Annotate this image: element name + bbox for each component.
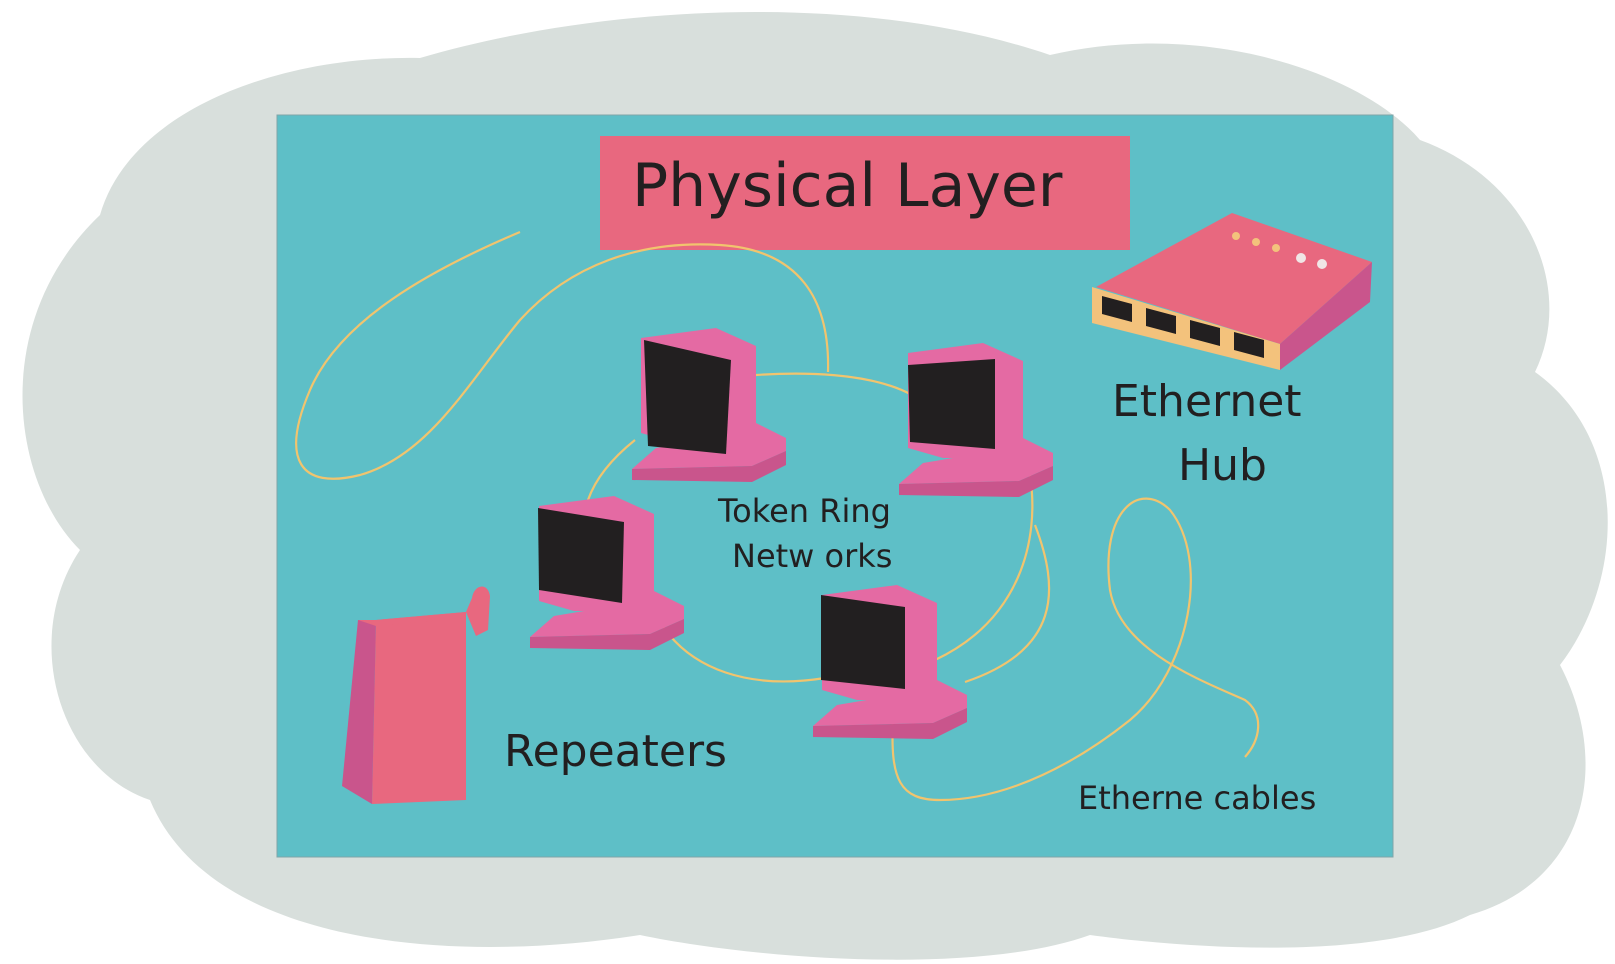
title-box: [600, 136, 1130, 250]
token-ring-label-line2: Netw orks: [732, 537, 892, 575]
ethernet-hub-label-line2: Hub: [1178, 440, 1267, 491]
desktop-computer-icon: [899, 343, 1053, 497]
hub-status-lights: [1232, 232, 1327, 269]
repeater-icon: [342, 586, 490, 804]
diagram-title: Physical Layer: [632, 151, 1063, 221]
ethernet-hub-label-line1: Ethernet: [1112, 376, 1302, 427]
ethernet-hub-icon: [1092, 213, 1372, 370]
token-ring-computers: [530, 328, 1053, 739]
token-ring-label-line1: Token Ring: [717, 492, 891, 530]
hub-ports: [1102, 296, 1264, 358]
ethernet-cables-label: Etherne cables: [1078, 779, 1316, 817]
desktop-computer-icon: [813, 585, 967, 739]
desktop-computer-icon: [632, 328, 786, 482]
repeaters-label: Repeaters: [504, 726, 727, 777]
ethernet-cable-icon: [295, 230, 1260, 802]
desktop-computer-icon: [530, 496, 684, 650]
